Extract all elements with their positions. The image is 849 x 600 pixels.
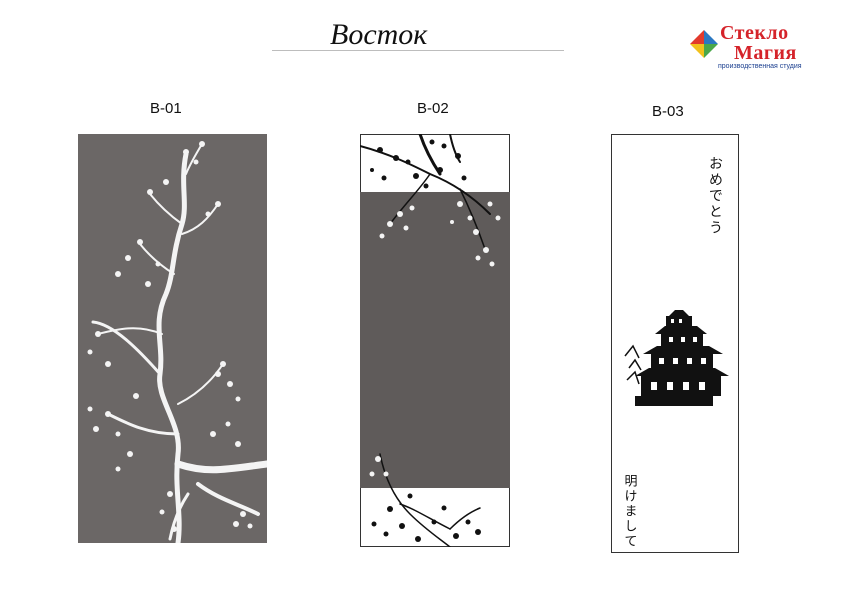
sakura-branch-illustration <box>78 134 267 543</box>
logo-text-2: Магия <box>734 42 797 64</box>
panel-label-b03: B-03 <box>652 103 684 120</box>
panel-label-b01: B-01 <box>150 100 182 117</box>
plum-blossom-illustration <box>360 134 510 547</box>
panel-b01 <box>78 134 267 543</box>
page-title: Восток <box>330 18 428 51</box>
title-underline <box>272 50 564 51</box>
panel-label-b02: B-02 <box>417 100 449 117</box>
japanese-castle-illustration: おめでとう 明けまして <box>611 134 739 553</box>
vertical-text-top: おめでとう <box>707 156 723 236</box>
vertical-text-bottom: 明けまして <box>622 474 637 549</box>
brand-logo: Стекло Магия производственная студия <box>686 20 816 72</box>
logo-text-1: Стекло <box>720 22 789 44</box>
diamond-logo-icon <box>690 30 718 58</box>
panel-b03: おめでとう 明けまして <box>611 134 739 553</box>
logo-subtitle: производственная студия <box>718 63 802 70</box>
panel-b02 <box>360 134 510 547</box>
